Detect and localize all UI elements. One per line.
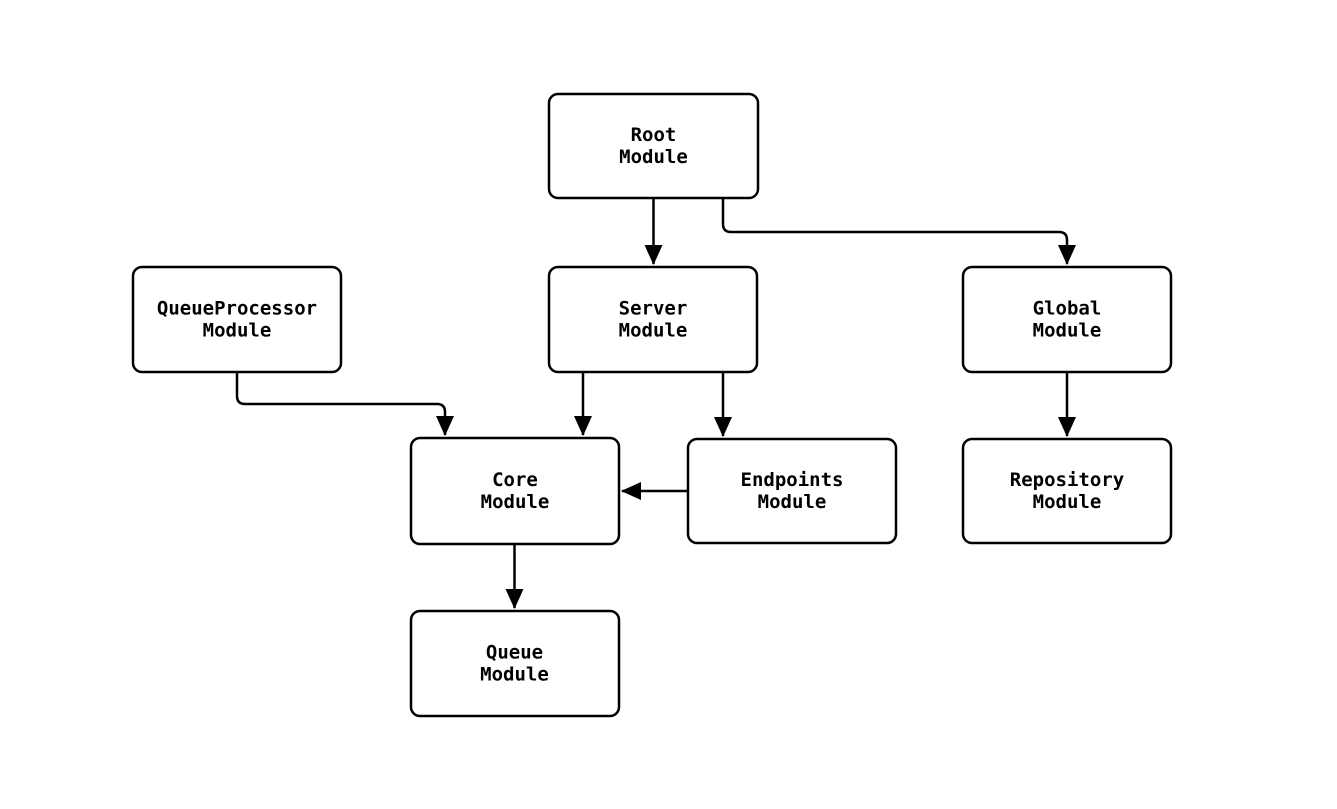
edge-root-module-to-global-module [721,198,1076,265]
node-label-line1: Queue [486,642,543,664]
node-box [131,265,343,374]
edge-queueprocessor-module-to-core-module [235,373,454,436]
node-box [409,609,621,718]
node-root-module: Root Module [547,92,760,200]
node-label-line1: Root [631,124,677,146]
node-label-line1: Server [619,298,688,320]
node-core-module: Core Module [409,436,621,546]
node-box [961,437,1173,545]
node-label-line1: QueueProcessor [157,298,317,320]
node-box [547,265,759,374]
node-label-line2: Module [203,320,272,342]
node-label-line2: Module [758,491,827,513]
node-label-line2: Module [619,320,688,342]
node-label-line1: Global [1033,298,1102,320]
nodes-layer: Root Module QueueProcessor Module Server… [131,92,1173,718]
node-queue-module: Queue Module [409,609,621,718]
node-repository-module: Repository Module [961,437,1173,545]
node-label-line1: Core [492,469,538,491]
node-box [547,92,760,200]
node-label-line1: Repository [1010,469,1124,491]
node-label-line2: Module [1033,320,1102,342]
node-endpoints-module: Endpoints Module [686,437,898,545]
node-server-module: Server Module [547,265,759,374]
node-label-line1: Endpoints [741,469,844,491]
node-box [686,437,898,545]
node-label-line2: Module [481,491,550,513]
edges-layer [235,198,1076,609]
node-label-line2: Module [480,664,549,686]
node-box [961,265,1173,374]
node-box [409,436,621,546]
node-label-line2: Module [1033,491,1102,513]
node-global-module: Global Module [961,265,1173,374]
node-label-line2: Module [619,146,688,168]
node-queueprocessor-module: QueueProcessor Module [131,265,343,374]
